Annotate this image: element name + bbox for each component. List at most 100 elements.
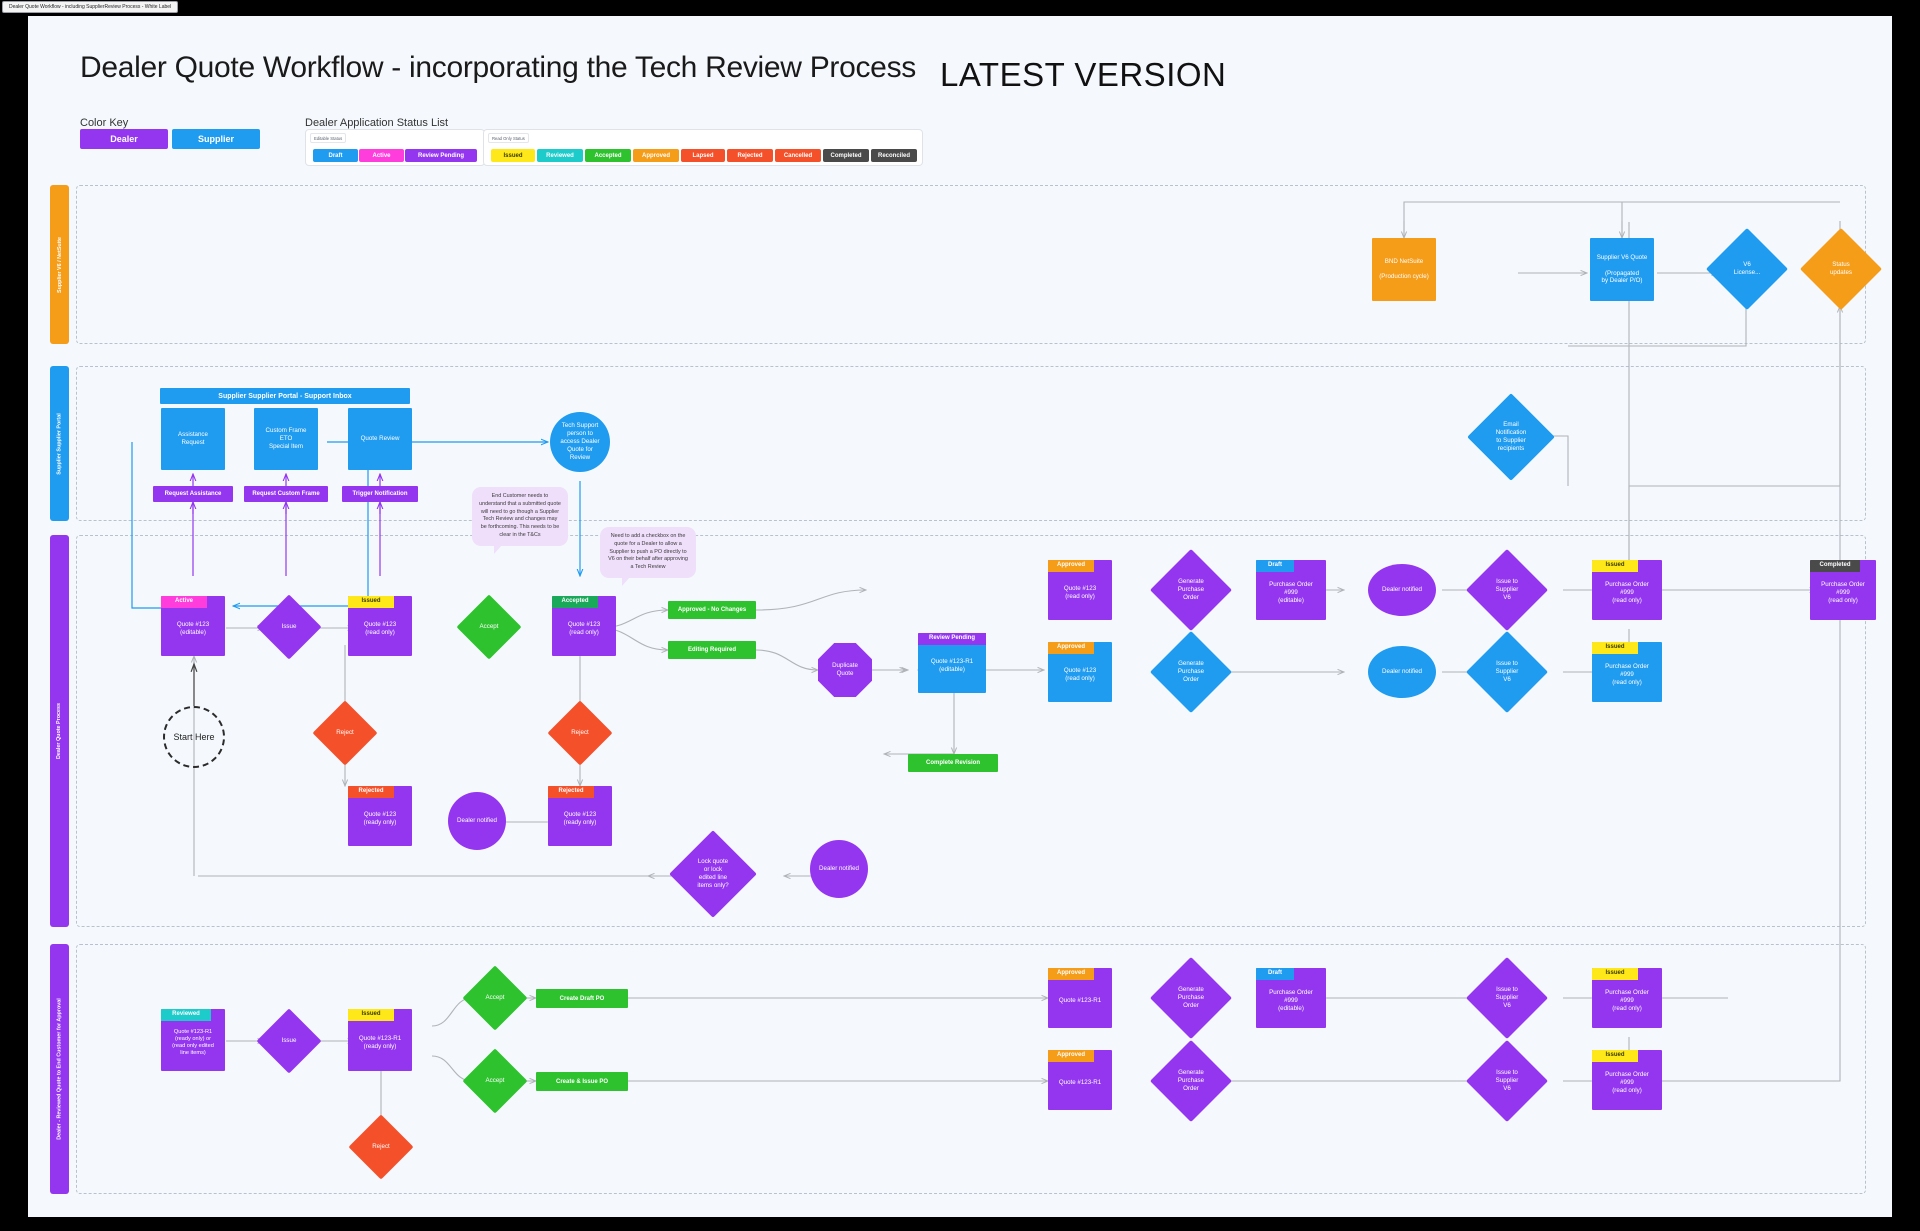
node-status-updates[interactable]: Status updates [1799, 227, 1883, 311]
node-text: Quote #123-R1 (editable) [930, 658, 974, 673]
node-dealer-notified-revision[interactable]: Dealer notified [810, 840, 868, 898]
node-generate-po-b1[interactable]: Generate Purchase Order [1149, 956, 1233, 1040]
status-badge: Issued [1592, 968, 1638, 980]
node-text: Purchase Order #999 (editable) [1269, 581, 1313, 604]
node-issue-decision-2[interactable]: Issue [256, 1008, 322, 1074]
node-text: Reject [336, 729, 354, 737]
node-quote-accepted[interactable]: Accepted Quote #123 (read only) [552, 596, 616, 656]
node-po-issued-mid[interactable]: Issued Purchase Order #999 (read only) [1592, 642, 1662, 702]
node-quote-rejected-1[interactable]: Rejected Quote #123 (ready only) [348, 786, 412, 846]
status-chip-issued: Issued [491, 149, 535, 162]
node-quote-approved-b2[interactable]: Approved Quote #123-R1 [1048, 1050, 1112, 1110]
node-request-assistance[interactable]: Request Assistance [153, 486, 233, 502]
node-text: Quote #123-R1 [1058, 1079, 1102, 1087]
node-email-notification[interactable]: Email Notification to Supplier recipient… [1467, 393, 1555, 481]
node-v6-license[interactable]: V6 License... [1705, 227, 1789, 311]
node-po-completed[interactable]: Completed Purchase Order #999 (read only… [1810, 560, 1876, 620]
node-issue-to-supplier-mid[interactable]: Issue to Supplier V6 [1465, 630, 1549, 714]
lane-label-text: Dealer Quote Process [56, 702, 63, 760]
lane-label-dealer-review: Dealer - Reviewed Quote to End Customer … [50, 944, 69, 1194]
node-quote-review-pending[interactable]: Review Pending Quote #123-R1 (editable) [918, 633, 986, 693]
lane-box-supplier-portal [76, 366, 1866, 521]
node-complete-revision[interactable]: Complete Revision [908, 754, 998, 772]
node-lock-quote-decision[interactable]: Lock quote or lock edited line items onl… [669, 830, 757, 918]
latest-version-label: LATEST VERSION [940, 56, 1227, 93]
node-generate-po-b2[interactable]: Generate Purchase Order [1149, 1039, 1233, 1123]
node-bnd-netsuite[interactable]: BND NetSuite (Production cycle) [1372, 238, 1436, 301]
node-duplicate-quote[interactable]: Duplicate Quote [818, 643, 872, 697]
status-chip-lapsed: Lapsed [681, 149, 725, 162]
node-text: Quote #123-R1 [1058, 997, 1102, 1005]
note-end-customer: End Customer needs to understand that a … [472, 487, 568, 554]
node-po-issued-b1[interactable]: Issued Purchase Order #999 (read only) [1592, 968, 1662, 1028]
node-quote-review[interactable]: Quote Review [348, 408, 412, 470]
node-approved-no-changes[interactable]: Approved - No Changes [668, 601, 756, 619]
node-quote-approved-mid[interactable]: Approved Quote #123 (read only) [1048, 642, 1112, 702]
status-badge: Issued [1592, 560, 1638, 572]
node-tech-support[interactable]: Tech Support person to access Dealer Quo… [550, 412, 610, 472]
node-reject-decision-3[interactable]: Reject [348, 1114, 414, 1180]
node-dealer-notified-rejected[interactable]: Dealer notified [448, 792, 506, 850]
diagram-canvas[interactable]: Dealer Quote Workflow - incorporating th… [28, 16, 1892, 1217]
node-text: Issue to Supplier V6 [1495, 660, 1519, 683]
node-issue-to-supplier-top[interactable]: Issue to Supplier V6 [1465, 548, 1549, 632]
node-create-issue-po[interactable]: Create & Issue PO [536, 1072, 628, 1091]
node-text: Quote #123-R1 (ready only) or (read only… [172, 1028, 214, 1057]
browser-tab[interactable]: Dealer Quote Workflow - including Suppli… [2, 1, 179, 13]
node-text: Issue to Supplier V6 [1495, 1069, 1519, 1092]
node-create-draft-po[interactable]: Create Draft PO [536, 989, 628, 1008]
node-text: Quote #123 (read only) [567, 621, 601, 636]
node-text: V6 License... [1733, 261, 1761, 276]
node-po-draft-top[interactable]: Draft Purchase Order #999 (editable) [1256, 560, 1326, 620]
lane-label-text: Supplier Supplier Portal [56, 412, 63, 475]
node-po-issued-top[interactable]: Issued Purchase Order #999 (read only) [1592, 560, 1662, 620]
node-text: BND NetSuite (Production cycle) [1379, 257, 1429, 281]
node-generate-po-mid[interactable]: Generate Purchase Order [1149, 630, 1233, 714]
node-text: Quote #123 (editable) [176, 621, 210, 636]
node-assistance-request[interactable]: Assistance Request [161, 408, 225, 470]
node-text: Issue [281, 1037, 297, 1045]
node-editing-required[interactable]: Editing Required [668, 641, 756, 659]
node-reject-decision-2[interactable]: Reject [547, 700, 613, 766]
node-text: Quote #123 (read only) [1063, 667, 1097, 682]
node-accept-decision-1[interactable]: Accept [456, 594, 522, 660]
node-dealer-notified-top[interactable]: Dealer notified [1368, 564, 1436, 616]
node-issue-to-supplier-b2[interactable]: Issue to Supplier V6 [1465, 1039, 1549, 1123]
node-text: Purchase Order #999 (editable) [1269, 989, 1313, 1012]
node-text: Supplier V6 Quote (Propagated by Dealer … [1596, 253, 1648, 285]
status-list-heading: Dealer Application Status List [305, 117, 449, 129]
node-text: Issue [281, 623, 297, 631]
node-quote-issued-b[interactable]: Issued Quote #123-R1 (ready only) [348, 1009, 412, 1071]
node-text: Assistance Request [178, 431, 208, 446]
lane-label-dealer-quote: Dealer Quote Process [50, 535, 69, 927]
node-quote-approved-top[interactable]: Approved Quote #123 (read only) [1048, 560, 1112, 620]
node-po-issued-b2[interactable]: Issued Purchase Order #999 (read only) [1592, 1050, 1662, 1110]
node-text: Purchase Order #999 (read only) [1821, 581, 1865, 604]
lane-box-dealer-quote [76, 535, 1866, 927]
node-po-draft-b1[interactable]: Draft Purchase Order #999 (editable) [1256, 968, 1326, 1028]
lane-label-text: Dealer - Reviewed Quote to End Customer … [56, 998, 63, 1140]
node-trigger-notification[interactable]: Trigger Notification [342, 486, 418, 502]
node-quote-rejected-2[interactable]: Rejected Quote #123 (ready only) [548, 786, 612, 846]
node-dealer-notified-mid[interactable]: Dealer notified [1368, 646, 1436, 698]
color-key-dealer: Dealer [80, 129, 168, 149]
node-generate-po-top[interactable]: Generate Purchase Order [1149, 548, 1233, 632]
node-accept-decision-b2[interactable]: Accept [462, 1048, 528, 1114]
node-quote-reviewed[interactable]: Reviewed Quote #123-R1 (ready only) or (… [161, 1009, 225, 1071]
node-request-custom-frame[interactable]: Request Custom Frame [244, 486, 328, 502]
node-text: Purchase Order #999 (read only) [1605, 581, 1649, 604]
node-issue-decision-1[interactable]: Issue [256, 594, 322, 660]
node-supplier-v6-quote[interactable]: Supplier V6 Quote (Propagated by Dealer … [1590, 238, 1654, 301]
node-custom-frame[interactable]: Custom Frame ETO Special Item [254, 408, 318, 470]
node-quote-issued[interactable]: Issued Quote #123 (read only) [348, 596, 412, 656]
node-text: Quote #123 (read only) [363, 621, 397, 636]
node-issue-to-supplier-b1[interactable]: Issue to Supplier V6 [1465, 956, 1549, 1040]
node-accept-decision-b1[interactable]: Accept [462, 965, 528, 1031]
node-quote-approved-b1[interactable]: Approved Quote #123-R1 [1048, 968, 1112, 1028]
node-text: Accept [485, 1077, 505, 1085]
node-quote-active[interactable]: Active Quote #123 (editable) [161, 596, 225, 656]
node-support-inbox[interactable]: Supplier Supplier Portal - Support Inbox [160, 388, 410, 404]
node-text: Accept [485, 994, 505, 1002]
node-reject-decision-1[interactable]: Reject [312, 700, 378, 766]
node-text: Email Notification to Supplier recipient… [1495, 421, 1527, 452]
